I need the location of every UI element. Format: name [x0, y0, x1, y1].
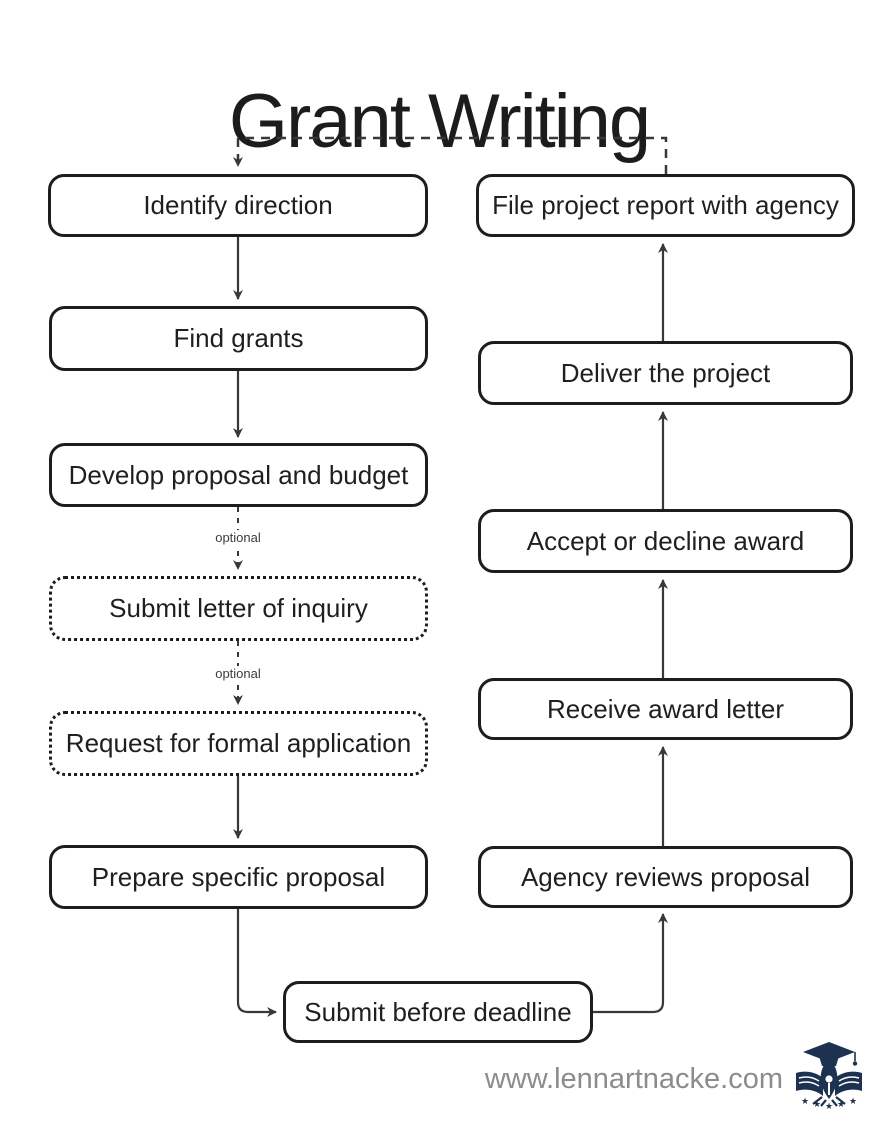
- node-submit-letter-of-inquiry: Submit letter of inquiry: [49, 576, 428, 641]
- node-find-grants: Find grants: [49, 306, 428, 371]
- page-title: Grant Writing: [228, 78, 651, 164]
- node-develop-proposal-and-budget: Develop proposal and budget: [49, 443, 428, 507]
- svg-text:★: ★: [837, 1100, 845, 1110]
- node-deliver-the-project: Deliver the project: [478, 341, 853, 405]
- stars-icon: ★ ★ ★ ★ ★: [801, 1097, 857, 1112]
- svg-text:★: ★: [825, 1102, 833, 1112]
- node-request-for-formal-application: Request for formal application: [49, 711, 428, 776]
- node-prepare-specific-proposal: Prepare specific proposal: [49, 845, 428, 909]
- node-accept-or-decline-award: Accept or decline award: [478, 509, 853, 573]
- node-agency-reviews-proposal: Agency reviews proposal: [478, 846, 853, 908]
- edge-deadline-to-agency: [593, 913, 668, 1014]
- edge-label-optional-2: optional: [211, 666, 265, 681]
- node-file-project-report-with-agency: File project report with agency: [476, 174, 855, 237]
- svg-text:★: ★: [849, 1097, 857, 1107]
- svg-text:★: ★: [813, 1100, 821, 1110]
- open-book-icon: [796, 1071, 862, 1107]
- node-identify-direction: Identify direction: [48, 174, 428, 237]
- node-receive-award-letter: Receive award letter: [478, 678, 853, 740]
- edge-prepare-to-deadline: [236, 909, 277, 1017]
- node-submit-before-deadline: Submit before deadline: [283, 981, 593, 1043]
- pen-nib-icon: [820, 1059, 838, 1099]
- lennartnacke-logo-icon: ★ ★ ★ ★ ★: [796, 1042, 862, 1112]
- watermark-url-text: www.lennartnacke.com: [484, 1063, 783, 1095]
- edge-label-optional-1: optional: [211, 530, 265, 545]
- svg-text:★: ★: [801, 1097, 809, 1107]
